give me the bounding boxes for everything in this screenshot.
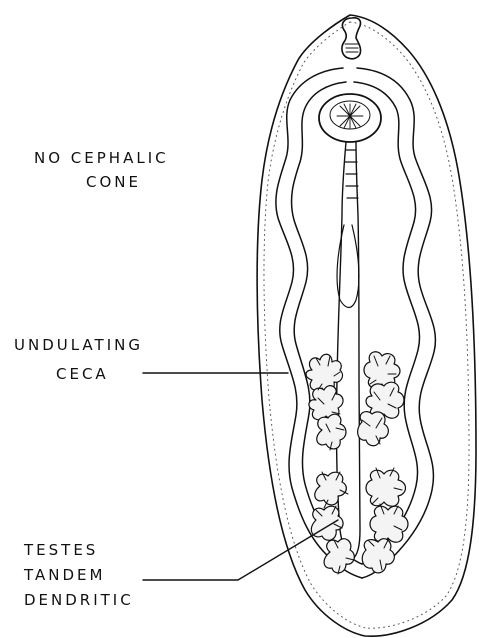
testes-pointer-line xyxy=(143,520,338,580)
oral-sucker-detail xyxy=(345,44,359,52)
no-cephalic-cone-label: NO CEPHALIC CONE xyxy=(34,149,169,191)
no-cephalic-line-1: NO CEPHALIC xyxy=(34,149,169,167)
no-cephalic-line-2: CONE xyxy=(86,173,169,191)
ventral-sucker-radials xyxy=(337,104,363,128)
undulating-ceca-line-2: CECA xyxy=(56,365,143,383)
undulating-ceca-label: UNDULATING CECA xyxy=(14,336,143,383)
oral-sucker xyxy=(342,18,361,59)
left-cecum-outer xyxy=(276,68,362,578)
testes-line-3: DENDRITIC xyxy=(24,591,134,609)
testes-label: TESTES TANDEM DENDRITIC xyxy=(24,541,134,609)
undulating-ceca-line-1: UNDULATING xyxy=(14,336,143,354)
testes-line-1: TESTES xyxy=(24,541,134,559)
testes-line-2: TANDEM xyxy=(24,566,134,584)
central-tube-right xyxy=(352,142,360,560)
